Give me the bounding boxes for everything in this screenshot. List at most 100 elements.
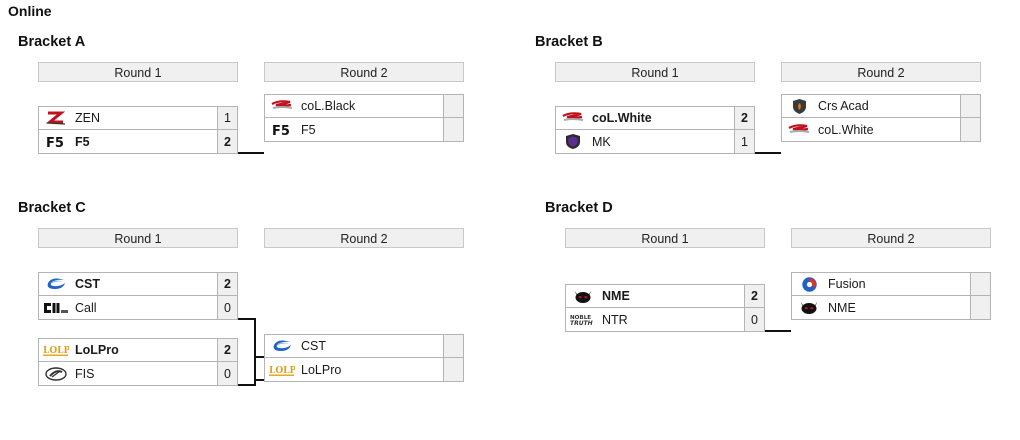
team-name: F5: [301, 122, 316, 137]
team-slot[interactable]: Call: [39, 296, 217, 319]
zen-logo: [43, 109, 69, 128]
svg-text:LOLPRO: LOLPRO: [43, 346, 69, 356]
cst-logo: [43, 275, 69, 294]
bracket-d-title: Bracket D: [545, 200, 613, 216]
team-name: F5: [75, 134, 90, 149]
team-score: 1: [734, 130, 754, 153]
team-slot[interactable]: F5 F5: [265, 118, 443, 141]
ntr-logo: NOBLE TRUTH: [570, 310, 596, 329]
match-row[interactable]: Fusion: [792, 273, 990, 296]
team-slot[interactable]: coL.White: [556, 107, 734, 129]
bracket-c-r2-match-1[interactable]: CST LOLPRO LoLPro: [264, 334, 464, 382]
bracket-c: Bracket C Round 1 Round 2 CST: [8, 200, 464, 408]
team-score: [960, 95, 980, 117]
match-row[interactable]: NOBLE TRUTH NTR 0: [566, 308, 764, 331]
bracket-b-round-1-header: Round 1: [555, 62, 755, 82]
match-row[interactable]: F5 F5: [265, 118, 463, 141]
fusion-logo: [796, 275, 822, 294]
team-score: 2: [734, 107, 754, 129]
match-row[interactable]: Call 0: [39, 296, 237, 319]
col-logo: [560, 109, 586, 128]
team-score: 0: [217, 362, 237, 385]
team-slot[interactable]: NME: [566, 285, 744, 307]
team-score: 0: [744, 308, 764, 331]
bracket-d-round-2-header: Round 2: [791, 228, 991, 248]
match-row[interactable]: coL.Black: [265, 95, 463, 118]
match-row[interactable]: F5 F5 2: [39, 130, 237, 153]
bracket-b-r1-match-1[interactable]: coL.White 2 MK 1: [555, 106, 755, 154]
svg-text:F5: F5: [272, 124, 290, 138]
team-score: 2: [217, 273, 237, 295]
team-name: LoLPro: [75, 343, 119, 357]
match-row[interactable]: coL.White 2: [556, 107, 754, 130]
team-name: ZEN: [75, 111, 100, 125]
bracket-c-r1-match-2[interactable]: LOLPRO LoLPro 2: [38, 338, 238, 386]
team-name: Crs Acad: [818, 99, 869, 113]
team-slot[interactable]: LOLPRO LoLPro: [39, 339, 217, 361]
team-slot[interactable]: MK: [556, 130, 734, 153]
bracket-a-r2-match-1[interactable]: coL.Black F5 F5: [264, 94, 464, 142]
connector-line: [254, 379, 266, 381]
team-slot[interactable]: NME: [792, 296, 970, 319]
fis-logo: [43, 364, 69, 383]
match-row[interactable]: CST: [265, 335, 463, 358]
team-score: [443, 118, 463, 141]
bracket-c-round-1-header: Round 1: [38, 228, 238, 248]
team-slot[interactable]: coL.White: [782, 118, 960, 141]
bracket-c-r1-match-1[interactable]: CST 2 Call: [38, 272, 238, 320]
bracket-b-r2-match-1[interactable]: Crs Acad coL.White: [781, 94, 981, 142]
match-row[interactable]: MK 1: [556, 130, 754, 153]
team-name: NME: [828, 300, 856, 315]
team-name: LoLPro: [301, 362, 342, 377]
nme-logo: [570, 287, 596, 306]
bracket-a-r1-match-1[interactable]: ZEN 1 F5 F5 2: [38, 106, 238, 154]
team-slot[interactable]: CST: [265, 335, 443, 357]
match-row[interactable]: LOLPRO LoLPro: [265, 358, 463, 381]
team-slot[interactable]: coL.Black: [265, 95, 443, 117]
f5-logo: F5: [269, 120, 295, 139]
bracket-c-title: Bracket C: [18, 200, 86, 216]
match-row[interactable]: coL.White: [782, 118, 980, 141]
team-score: [443, 358, 463, 381]
connector-line: [254, 318, 256, 358]
col-logo: [786, 120, 812, 139]
team-score: [970, 296, 990, 319]
team-slot[interactable]: ZEN: [39, 107, 217, 129]
team-slot[interactable]: CST: [39, 273, 217, 295]
team-name: coL.White: [818, 122, 874, 137]
team-name: Call: [75, 300, 97, 315]
match-row[interactable]: LOLPRO LoLPro 2: [39, 339, 237, 362]
connector-line: [755, 152, 781, 154]
team-slot[interactable]: NOBLE TRUTH NTR: [566, 308, 744, 331]
match-row[interactable]: CST 2: [39, 273, 237, 296]
bracket-d-round-1-header: Round 1: [565, 228, 765, 248]
team-slot[interactable]: Fusion: [792, 273, 970, 295]
svg-text:NOBLE: NOBLE: [570, 315, 591, 321]
team-slot[interactable]: Crs Acad: [782, 95, 960, 117]
match-row[interactable]: NME: [792, 296, 990, 319]
svg-text:TRUTH: TRUTH: [570, 320, 593, 327]
team-slot[interactable]: F5 F5: [39, 130, 217, 153]
match-row[interactable]: NME 2: [566, 285, 764, 308]
team-name: NTR: [602, 312, 628, 327]
team-slot[interactable]: LOLPRO LoLPro: [265, 358, 443, 381]
team-name: Fusion: [828, 277, 866, 291]
bracket-a: Bracket A Round 1 Round 2 ZEN: [8, 34, 464, 172]
cst-logo: [269, 337, 295, 356]
bracket-d: Bracket D Round 1 Round 2: [535, 200, 991, 368]
team-name: coL.White: [592, 111, 652, 125]
bracket-d-r1-match-1[interactable]: NME 2 NOBLE TRUTH NTR 0: [565, 284, 765, 332]
bracket-c-round-2-header: Round 2: [264, 228, 464, 248]
team-score: [443, 95, 463, 117]
team-score: [443, 335, 463, 357]
connector-line: [238, 318, 256, 320]
match-row[interactable]: Crs Acad: [782, 95, 980, 118]
team-name: CST: [75, 277, 100, 291]
bracket-a-round-1-header: Round 1: [38, 62, 238, 82]
match-row[interactable]: ZEN 1: [39, 107, 237, 130]
bracket-d-r2-match-1[interactable]: Fusion: [791, 272, 991, 320]
match-row[interactable]: FIS 0: [39, 362, 237, 385]
bracket-a-round-2-header: Round 2: [264, 62, 464, 82]
team-slot[interactable]: FIS: [39, 362, 217, 385]
bracket-b-title: Bracket B: [535, 34, 603, 50]
